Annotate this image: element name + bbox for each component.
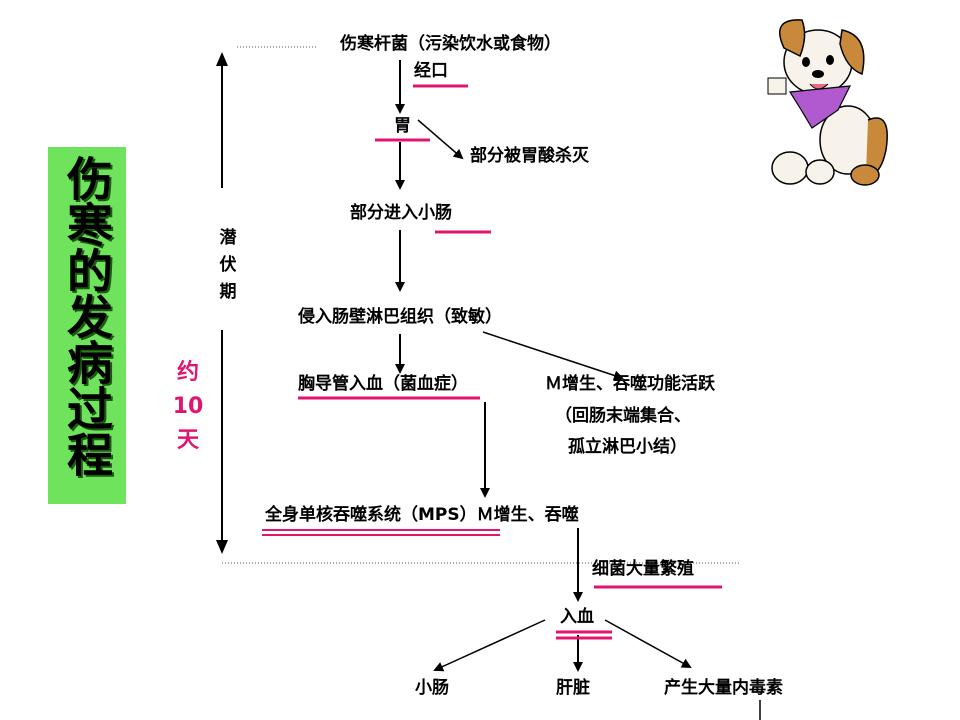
node-m-detail-1: （回肠末端集合、	[555, 406, 691, 426]
node-thoracic-duct: 胸导管入血（菌血症）	[298, 374, 468, 394]
page-title: 伤寒的发病过程	[60, 155, 114, 477]
latency-label: 潜 伏 期	[218, 225, 238, 306]
title-panel: 伤寒的发病过程	[48, 147, 126, 504]
node-stomach: 胃	[394, 116, 411, 136]
arrow-stomach-killed	[417, 119, 464, 160]
duration-prefix: 约	[176, 360, 199, 385]
latency-arrowhead-top	[216, 52, 228, 66]
latency-char-1: 潜	[219, 228, 237, 248]
node-small-intestine: 部分进入小肠	[350, 203, 452, 223]
node-out-intestine: 小肠	[415, 678, 449, 698]
node-m-detail-2: 孤立淋巴小结）	[568, 437, 687, 457]
duration-unit: 天	[176, 428, 199, 453]
node-mps: 全身单核吞噬系统（MPS）Ｍ增生、吞噬	[265, 505, 579, 525]
latency-arrowhead-bottom	[216, 540, 228, 554]
node-into-blood: 入血	[560, 607, 594, 627]
node-m-activation: Ｍ增生、吞噬功能活跃	[545, 374, 715, 394]
duration-number: 10	[172, 394, 204, 419]
node-out-toxin: 产生大量内毒素	[664, 678, 783, 698]
latency-char-2: 伏	[219, 255, 237, 275]
node-out-liver: 肝脏	[556, 678, 590, 698]
dog-clipart-icon	[767, 19, 888, 186]
arrow-invade-m	[482, 331, 624, 381]
duration-label: 约 10 天	[168, 356, 208, 458]
arrow-blood-intestine	[433, 619, 546, 672]
node-killed: 部分被胃酸杀灭	[470, 146, 589, 166]
node-source: 伤寒杆菌（污染饮水或食物）	[340, 34, 561, 54]
node-invade: 侵入肠壁淋巴组织（致敏）	[298, 307, 502, 327]
arrow-blood-toxin	[604, 619, 692, 668]
node-proliferate: 细菌大量繁殖	[592, 559, 694, 579]
latency-char-3: 期	[219, 282, 237, 302]
node-oral: 经口	[414, 61, 448, 81]
